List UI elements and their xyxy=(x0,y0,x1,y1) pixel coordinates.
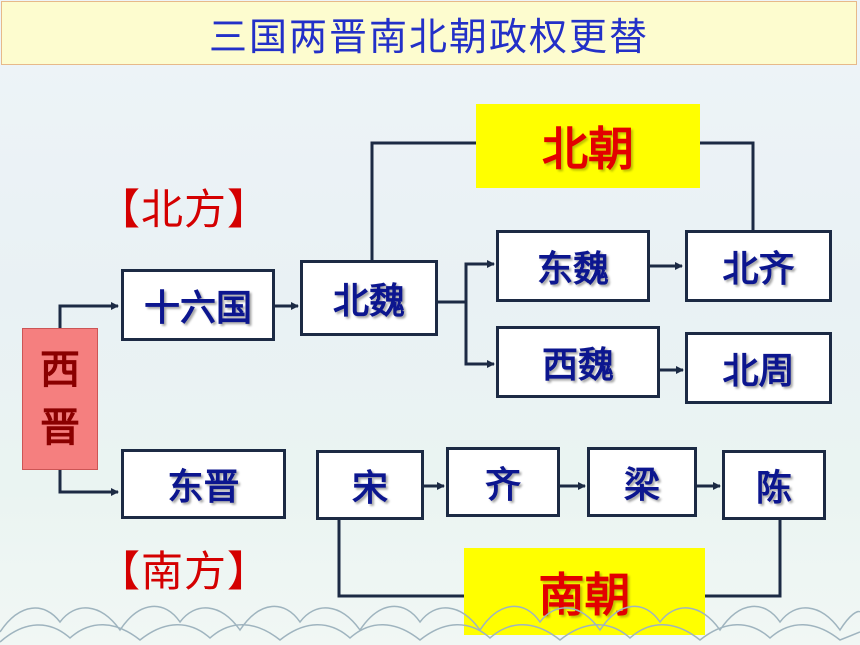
state-beiwei: 北魏 xyxy=(300,260,438,336)
state-liang-label: 梁 xyxy=(623,465,660,506)
line-split-to-xiwei xyxy=(464,302,495,368)
line-xijin-to-dongjin xyxy=(58,470,119,496)
state-liang: 梁 xyxy=(587,447,697,517)
banner-north-label: 北朝 xyxy=(542,122,634,176)
banner-northern-dynasties: 北朝 xyxy=(476,104,700,188)
wave-decoration xyxy=(0,605,860,643)
page-title: 三国两晋南北朝政权更替 xyxy=(208,14,649,59)
region-south-label: 【南方】 xyxy=(98,547,271,596)
state-song-label: 宋 xyxy=(351,468,388,509)
bracket-north-right xyxy=(700,141,755,230)
state-beiqi-label: 北齐 xyxy=(722,249,795,290)
state-xijin-line1: 西 xyxy=(40,347,80,393)
state-beiwei-label: 北魏 xyxy=(332,281,405,322)
state-xiwei: 西魏 xyxy=(496,326,660,398)
state-beiqi: 北齐 xyxy=(685,230,832,302)
line-split-to-dongwei xyxy=(464,260,495,302)
state-beizhou: 北周 xyxy=(685,332,832,404)
state-dongjin: 东晋 xyxy=(121,449,286,519)
title-bar: 三国两晋南北朝政权更替 xyxy=(1,1,857,65)
state-beizhou-label: 北周 xyxy=(722,351,795,392)
state-xijin-line2: 晋 xyxy=(40,405,80,451)
bracket-south-left xyxy=(337,520,464,598)
bracket-north-left xyxy=(370,141,476,260)
region-north-label: 【北方】 xyxy=(98,185,271,234)
state-xiwei-label: 西魏 xyxy=(541,345,614,386)
banner-southern-dynasties: 南朝 xyxy=(464,548,705,635)
state-dongjin-label: 东晋 xyxy=(167,467,240,508)
state-shiliuguo-label: 十六国 xyxy=(143,288,252,329)
state-chen-label: 陈 xyxy=(755,468,792,509)
state-dongwei-label: 东魏 xyxy=(536,249,609,290)
state-shiliuguo: 十六国 xyxy=(121,269,275,341)
state-qi-label: 齐 xyxy=(484,465,521,506)
state-dongwei: 东魏 xyxy=(496,230,650,302)
state-xijin: 西 晋 xyxy=(22,328,98,470)
state-chen: 陈 xyxy=(722,450,826,520)
state-qi: 齐 xyxy=(446,447,560,517)
line-xijin-to-shiliuguo xyxy=(58,302,119,328)
bracket-south-right xyxy=(705,520,782,598)
state-song: 宋 xyxy=(316,450,424,520)
